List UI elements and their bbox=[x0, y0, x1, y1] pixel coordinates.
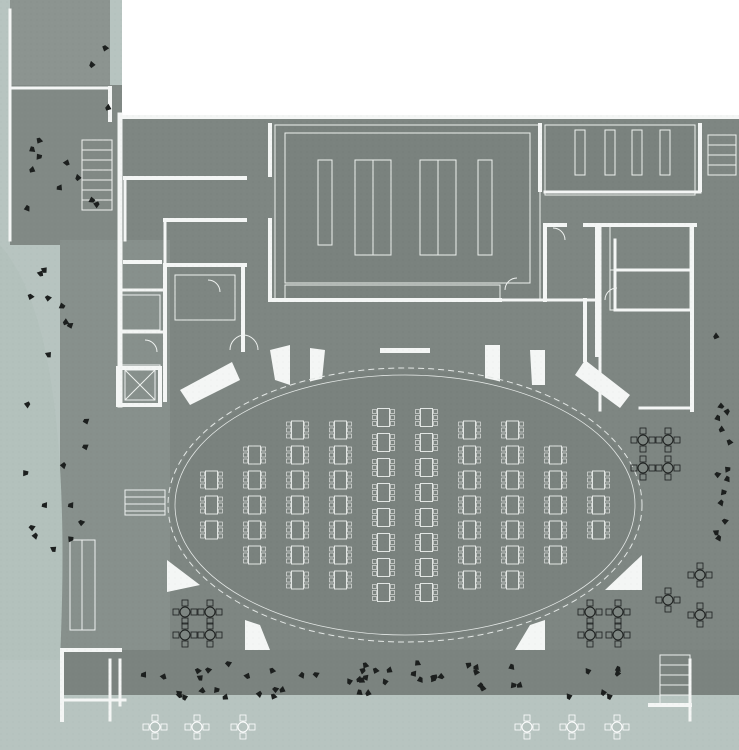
top-white-area bbox=[122, 0, 739, 112]
